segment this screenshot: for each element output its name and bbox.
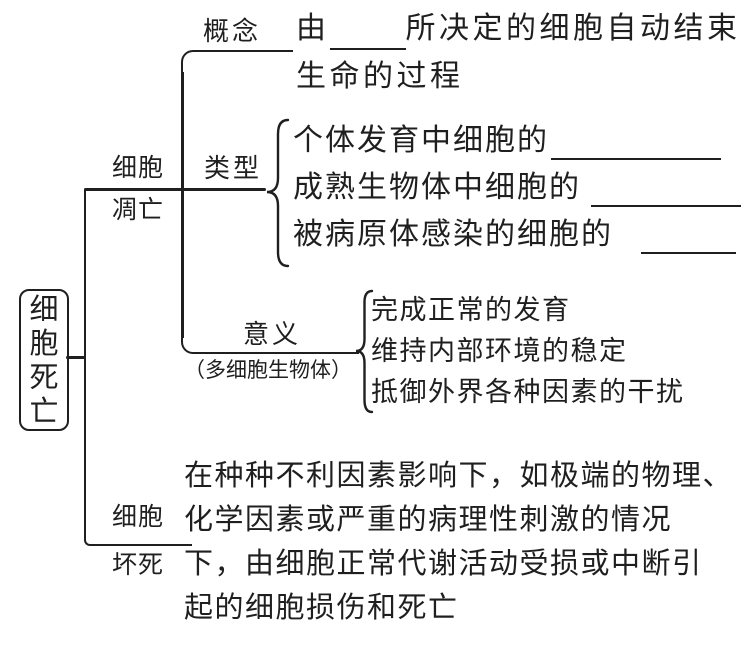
type-item-row: 成熟生物体中细胞的: [293, 169, 741, 207]
concept-text-after-blank: 所决定的细胞自动结束: [405, 11, 741, 46]
significance-item: 完成正常的发育: [371, 295, 571, 326]
type-item-row: 个体发育中细胞的: [293, 122, 721, 160]
apoptosis-label-bottom: 凋亡: [112, 195, 165, 224]
concept-text-prefix: 由: [296, 11, 330, 46]
root-connector-line: [66, 356, 85, 359]
types-label: 类型: [204, 154, 263, 184]
concept-text-line2-text: 生命的过程: [296, 59, 464, 94]
necrosis-label-bottom: 坏死: [112, 550, 165, 579]
type-item-text: 个体发育中细胞的: [293, 123, 549, 158]
concept-fill-blank: [329, 48, 406, 50]
root-node-box: 细胞死亡: [19, 289, 69, 431]
significance-brace: [355, 289, 374, 414]
necrosis-line: 化学因素或严重的病理性刺激的情况: [184, 502, 673, 536]
necrosis-description: 在种种不利因素影响下，如极端的物理、 化学因素或严重的病理性刺激的情况 下，由细…: [184, 453, 733, 629]
significance-branch-line: [181, 328, 359, 354]
concept-text-line2: 生命的过程: [296, 56, 464, 98]
type-item-text: 被病原体感染的细胞的: [293, 217, 613, 252]
significance-item: 维持内部环境的稳定: [371, 336, 628, 367]
significance-sublabel: （多细胞生物体）: [184, 358, 352, 382]
apoptosis-branch-line: [84, 188, 266, 191]
type-item-text: 成熟生物体中细胞的: [293, 170, 581, 205]
necrosis-line: 在种种不利因素影响下，如极端的物理、: [184, 458, 734, 492]
concept-text-line1: 由 所决定的细胞自动结束: [296, 8, 741, 50]
necrosis-line: 起的细胞损伤和死亡: [184, 590, 459, 624]
type-fill-blank: [551, 158, 721, 160]
apoptosis-spine-line: [181, 72, 184, 338]
significance-label: 意义: [243, 320, 302, 350]
necrosis-label-top: 细胞: [112, 502, 165, 531]
significance-item: 抵御外界各种因素的干扰: [371, 377, 685, 408]
type-fill-blank: [591, 205, 741, 207]
trunk-line: [84, 190, 192, 546]
concept-label: 概念: [203, 17, 262, 47]
apoptosis-label-top: 细胞: [112, 153, 165, 182]
significance-items: 完成正常的发育 维持内部环境的稳定 抵御外界各种因素的干扰: [371, 290, 685, 413]
types-brace: [266, 118, 290, 268]
type-fill-blank: [641, 252, 736, 254]
root-node-label: 细胞死亡: [29, 292, 59, 428]
necrosis-line: 下，由细胞正常代谢活动受损或中断引: [184, 546, 703, 580]
type-item-row: 被病原体感染的细胞的: [293, 216, 736, 254]
concept-branch-line: [181, 50, 293, 80]
